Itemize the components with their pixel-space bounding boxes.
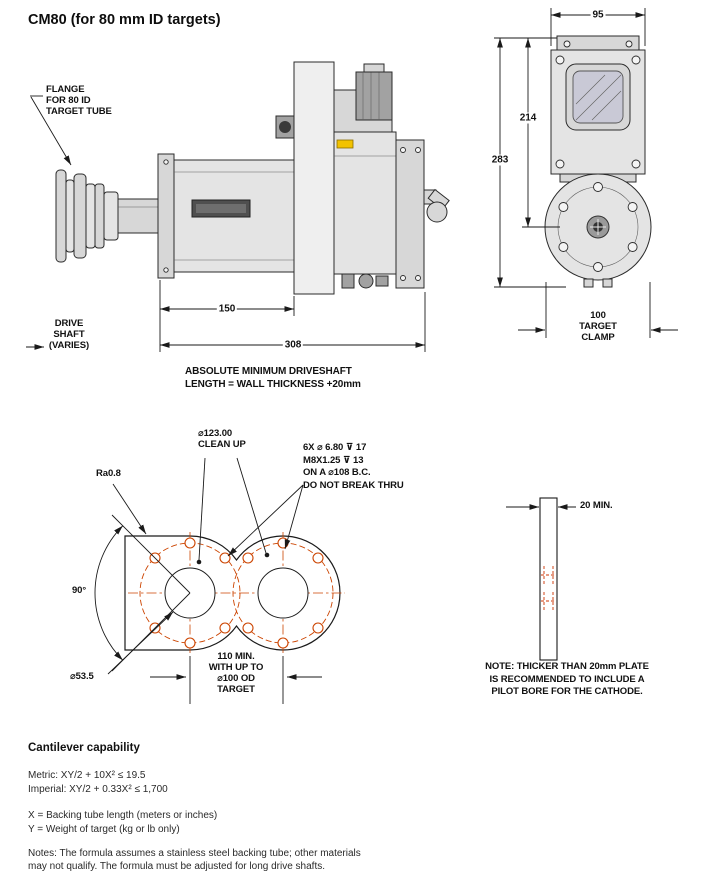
angle-90-label: 90° [71, 585, 87, 596]
min-driveshaft-note: ABSOLUTE MINIMUM DRIVESHAFT LENGTH = WAL… [185, 366, 361, 390]
metric-formula: Metric: XY/2 + 10X² ≤ 19.5 [28, 770, 146, 781]
dim-150-label: 150 [216, 303, 238, 315]
dim-308-label: 308 [282, 339, 304, 351]
cantilever-heading: Cantilever capability [28, 742, 140, 754]
page-title: CM80 (for 80 mm ID targets) [28, 12, 221, 28]
target-clamp-label: 100 TARGET CLAMP [579, 310, 617, 343]
end-view-drawing [494, 8, 678, 338]
bore-dim-label: ⌀53.5 [70, 671, 94, 682]
side-view-drawing [26, 61, 450, 352]
cantilever-notes: Notes: The formula assumes a stainless s… [28, 848, 361, 872]
thickness-dim-label: 20 MIN. [580, 500, 613, 511]
flange-face-drawing [94, 457, 345, 704]
dim-283-label: 283 [489, 154, 511, 166]
dim-95-label: 95 [590, 9, 606, 21]
dim-214-label: 214 [517, 112, 539, 124]
cleanup-callout-label: ⌀123.00 CLEAN UP [198, 428, 246, 450]
surface-finish-label: Ra0.8 [96, 468, 121, 479]
imperial-formula: Imperial: XY/2 + 0.33X² ≤ 1,700 [28, 784, 168, 795]
x-definition: X = Backing tube length (meters or inche… [28, 810, 218, 821]
tapped-holes-callout-label: 6X ⌀ 6.80 ⊽ 17 M8X1.25 ⊽ 13 ON A ⌀108 B.… [303, 442, 404, 491]
flange-callout-label: FLANGE FOR 80 ID TARGET TUBE [46, 84, 112, 117]
y-definition: Y = Weight of target (kg or lb only) [28, 824, 180, 835]
plate-note: NOTE: THICKER THAN 20mm PLATE IS RECOMME… [485, 661, 649, 697]
plate-edge-drawing [506, 497, 576, 661]
drive-shaft-label: DRIVE SHAFT (VARIES) [48, 318, 90, 351]
spacing-callout-label: 110 MIN. WITH UP TO ⌀100 OD TARGET [208, 651, 264, 695]
